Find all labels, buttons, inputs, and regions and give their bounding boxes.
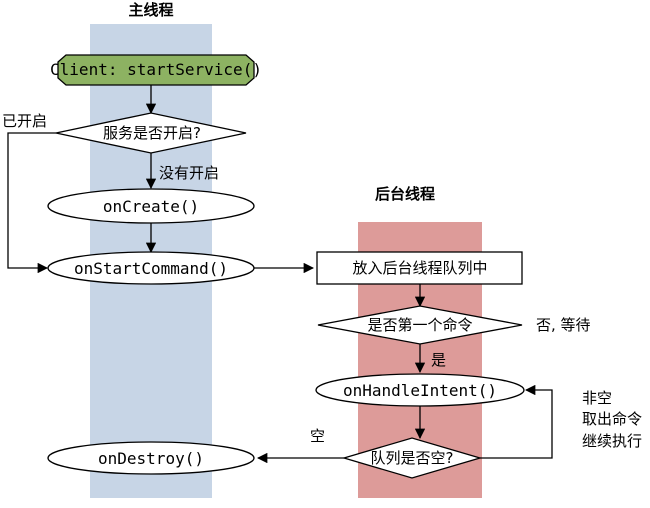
- on-start-command-node: [47, 251, 255, 285]
- queue-empty-decision: [341, 437, 483, 479]
- service-started-decision: [55, 112, 247, 154]
- not-empty-label-line2: 取出命令: [582, 410, 642, 428]
- main-thread-lane-title: 主线程: [128, 1, 173, 19]
- is-first-command-decision: [317, 305, 523, 345]
- is-first-command-label: 是否第一个命令: [367, 316, 472, 334]
- start-node-label: Client: startService(): [50, 60, 262, 79]
- service-started-label: 服务是否开启?: [103, 124, 201, 142]
- start-node: [57, 54, 255, 86]
- on-handle-intent-node: [315, 373, 525, 407]
- enqueue-label: 放入后台线程队列中: [352, 259, 487, 277]
- on-handle-intent-label: onHandleIntent(): [343, 381, 497, 400]
- queue-empty-label: 队列是否空?: [371, 449, 454, 467]
- not-empty-label-line1: 非空: [582, 389, 612, 407]
- edge-not-empty-loop: [480, 384, 553, 459]
- background-thread-lane-title: 后台线程: [375, 185, 435, 203]
- on-create-label: onCreate(): [103, 197, 199, 216]
- no-wait-label: 否, 等待: [536, 316, 591, 334]
- not-started-label: 没有开启: [159, 164, 219, 182]
- on-destroy-node: [47, 441, 255, 475]
- on-start-command-label: onStartCommand(): [74, 259, 228, 278]
- on-destroy-label: onDestroy(): [98, 449, 204, 468]
- already-started-label: 已开启: [2, 112, 47, 130]
- yes-label: 是: [431, 351, 446, 369]
- not-empty-label-line3: 继续执行: [582, 432, 642, 450]
- empty-label: 空: [310, 427, 325, 445]
- on-create-node: [47, 188, 255, 224]
- enqueue-node: [316, 251, 523, 285]
- edge-already-started: [7, 132, 56, 274]
